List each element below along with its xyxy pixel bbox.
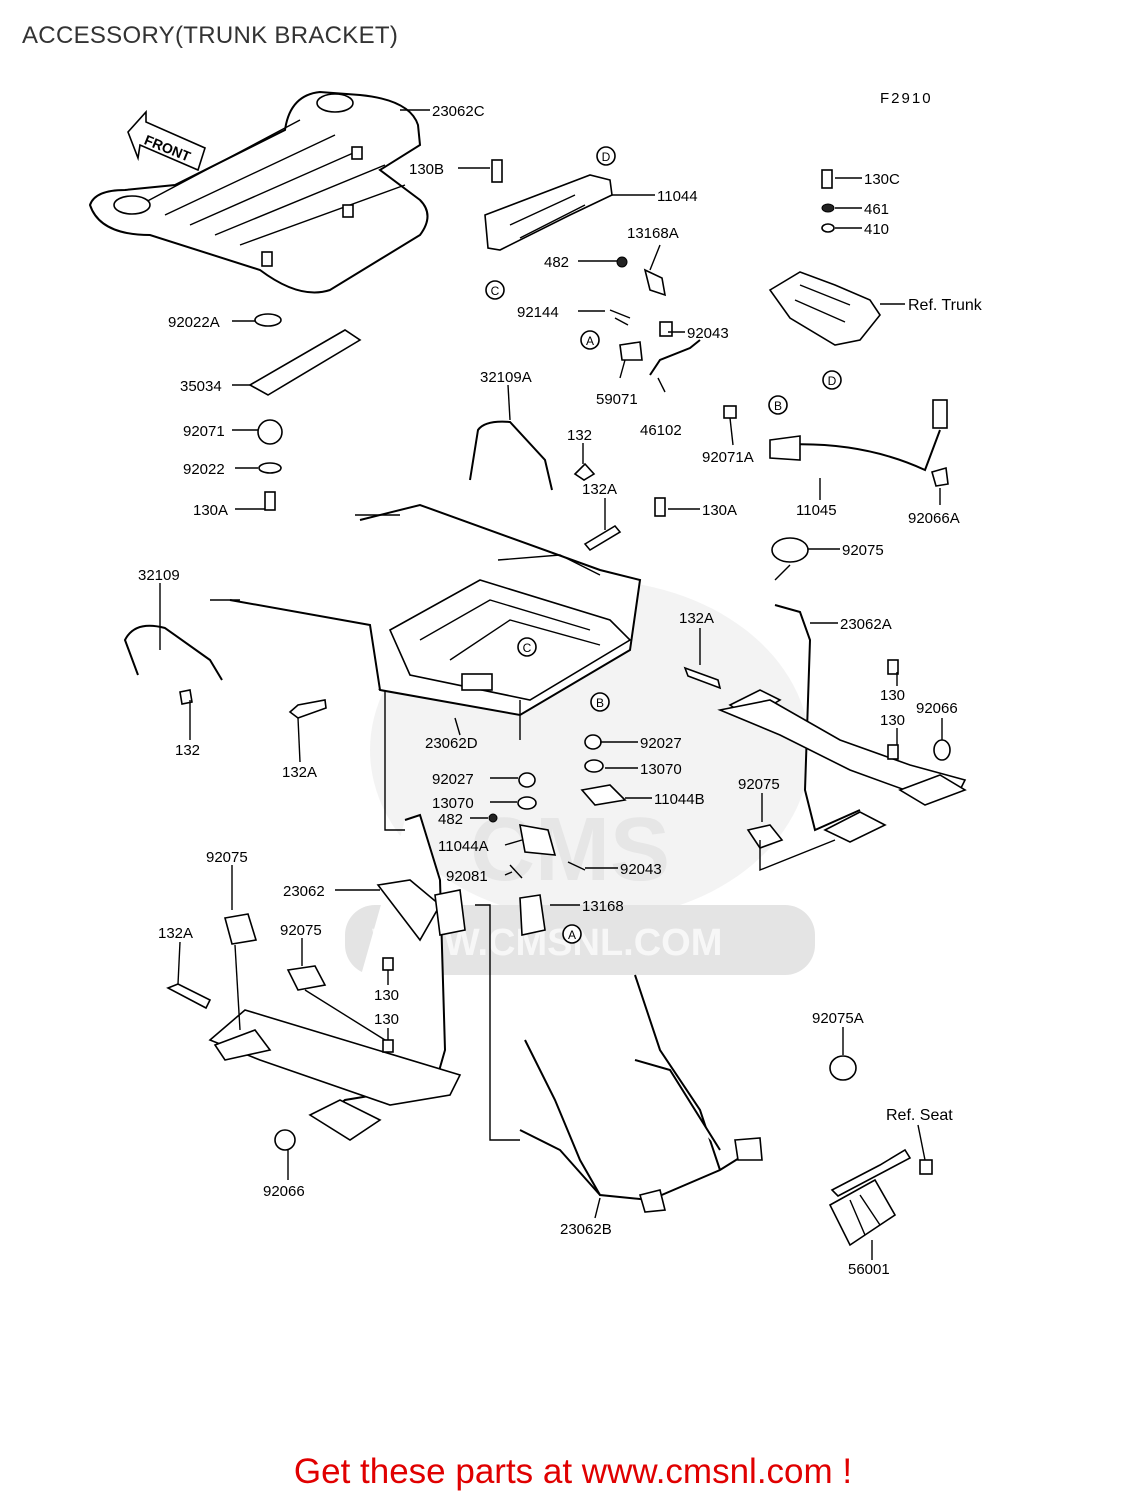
part-label: 11044: [657, 188, 698, 205]
part-label: 130: [374, 1011, 399, 1028]
part-label: 56001: [848, 1261, 890, 1278]
callout-b-top-letter: B: [774, 399, 782, 413]
part-label: 92081: [446, 868, 488, 885]
part-label: 92075: [842, 542, 884, 559]
part-label: 92043: [620, 861, 662, 878]
part-label: 132: [175, 742, 200, 759]
part-label: 11044B: [654, 791, 705, 808]
callout-a-top-letter: A: [586, 334, 594, 348]
part-label: Ref. Trunk: [908, 297, 983, 314]
part-label: 130: [374, 987, 399, 1004]
part-labels: 23062C 130B 11044 130C 461 410 13168A 48…: [138, 103, 983, 1278]
part-label: 23062D: [425, 735, 478, 752]
part-label: 13070: [432, 795, 474, 812]
part-label: 11045: [796, 502, 837, 519]
part-label: 130: [880, 712, 905, 729]
part-label: Ref. Seat: [886, 1107, 953, 1124]
callout-circles: D C A D B C B A: [485, 146, 842, 944]
part-label: 59071: [596, 391, 638, 408]
part-label: 13168A: [627, 225, 679, 242]
part-label: 11044A: [438, 838, 489, 855]
part-label: 13168: [582, 898, 624, 915]
part-label: 130A: [193, 502, 228, 519]
callout-c-mid: [517, 637, 537, 657]
connector-lines: [234, 564, 836, 1141]
part-label: 132A: [282, 764, 317, 781]
callout-d-right-letter: D: [828, 374, 837, 388]
part-label: 23062: [283, 883, 325, 900]
hardware-left: [248, 313, 362, 511]
part-label: 482: [544, 254, 569, 271]
callout-a-mid: [562, 924, 582, 944]
part-label: 410: [864, 221, 889, 238]
frame-23062: [166, 813, 466, 1151]
part-label: 132A: [158, 925, 193, 942]
part-label: 92022A: [168, 314, 220, 331]
callout-d-top: [596, 146, 616, 166]
part-label: 32109A: [480, 369, 532, 386]
callout-b-top: [768, 395, 788, 415]
bar-11045: [723, 399, 949, 487]
part-label: 13070: [640, 761, 682, 778]
part-label: 92066: [916, 700, 958, 717]
part-label: 92027: [432, 771, 474, 788]
part-label: 23062B: [560, 1221, 612, 1238]
part-label: 132A: [582, 481, 617, 498]
rack-23062d: [210, 503, 642, 717]
handle-32109a: [469, 420, 553, 491]
front-arrow-icon: FRONT: [127, 109, 206, 172]
part-label: 92075: [738, 776, 780, 793]
bracket-11044: [484, 159, 613, 251]
part-label: 92022: [183, 461, 225, 478]
label-leaders: [159, 109, 943, 1260]
part-label: 23062A: [840, 616, 892, 633]
part-label: 132A: [679, 610, 714, 627]
callout-d-top-letter: D: [602, 150, 611, 164]
part-label: 130C: [864, 171, 900, 188]
part-label: 461: [864, 201, 889, 218]
hardware-right-lower: [828, 1055, 933, 1247]
part-label: 92066A: [908, 510, 960, 527]
callout-c-top: [485, 280, 505, 300]
part-label: 92075: [280, 922, 322, 939]
callout-a-top: [580, 330, 600, 350]
figure-code: F2910: [880, 90, 933, 107]
watermark-brand: CMS: [470, 800, 670, 900]
part-label: 35034: [180, 378, 222, 395]
part-label: 32109: [138, 567, 180, 584]
hardware-center: [488, 734, 627, 936]
part-label: 482: [438, 811, 463, 828]
part-label: 92071: [183, 423, 225, 440]
callout-c-mid-letter: C: [523, 641, 532, 655]
callout-b-mid: [590, 692, 610, 712]
bracket-ref-trunk: [768, 169, 881, 346]
rack-23062c: [88, 90, 429, 294]
promo-link[interactable]: Get these parts at www.cmsnl.com !: [293, 1452, 853, 1491]
part-label: 130: [880, 687, 905, 704]
parts-diagram: CMS WWW.CMSNL.COM F2910 FRONT: [88, 90, 983, 1278]
part-label: 130A: [702, 502, 737, 519]
part-label: 92075A: [812, 1010, 864, 1027]
part-label: 92027: [640, 735, 682, 752]
page-title: ACCESSORY(TRUNK BRACKET): [22, 22, 399, 49]
part-label: 92066: [263, 1183, 305, 1200]
hardware-upper: [609, 256, 701, 376]
callout-b-mid-letter: B: [596, 696, 604, 710]
frame-23062b: [519, 974, 763, 1213]
part-label: 92075: [206, 849, 248, 866]
part-label: 132: [567, 427, 592, 444]
callout-d-right: [822, 370, 842, 390]
part-label: 92071A: [702, 449, 754, 466]
frame-23062a: [683, 537, 967, 849]
bolts-132: [179, 462, 666, 719]
handle-32109: [123, 624, 223, 681]
part-label: 130B: [409, 161, 444, 178]
callout-c-top-letter: C: [491, 284, 500, 298]
part-label: 23062C: [432, 103, 485, 120]
callout-a-mid-letter: A: [568, 928, 576, 942]
part-label: 46102: [640, 422, 682, 439]
part-label: 92043: [687, 325, 729, 342]
part-label: 92144: [517, 304, 559, 321]
